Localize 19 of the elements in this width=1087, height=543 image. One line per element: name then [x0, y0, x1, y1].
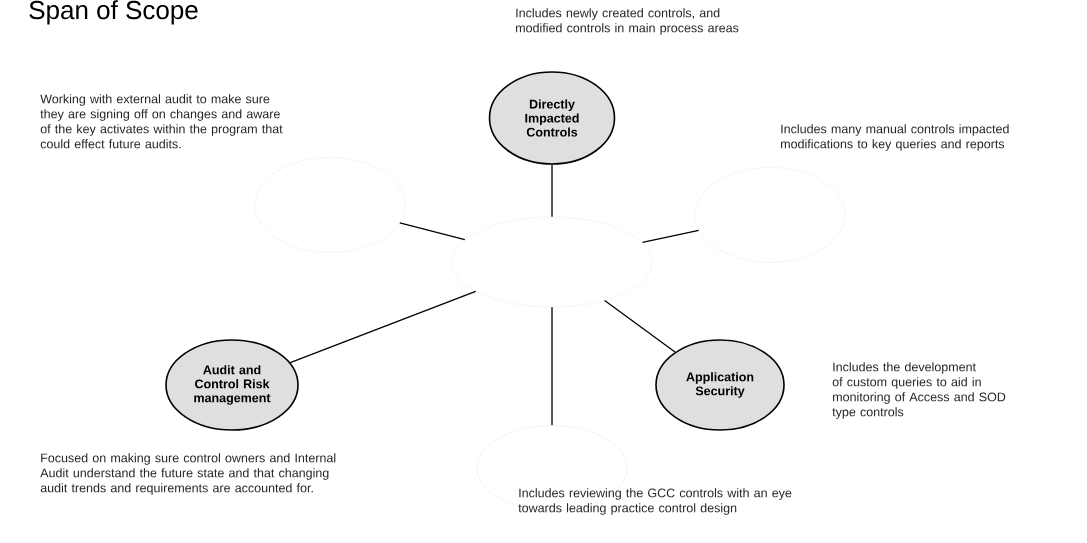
faded-circle — [254, 157, 406, 253]
description: Includes many manual controls impacted modifications to key queries and reports — [781, 124, 1009, 151]
connector-line — [641, 229, 700, 244]
faded-circle — [694, 167, 846, 263]
connector-line — [551, 164, 553, 218]
faded-circle — [451, 216, 653, 308]
connector-line — [604, 299, 676, 353]
circle-node: Application Security — [655, 339, 785, 431]
circle-node: Audit and Control Risk management — [165, 339, 299, 431]
description: Focused on making sure control owners and Internal Audit understand the future state and that changing audit trends and requirements are accounted for. — [40, 453, 336, 495]
title: Span of Scope — [29, 0, 198, 25]
description: Includes newly created controls, and modified controls in main process areas — [516, 8, 739, 35]
description: Includes reviewing the GCC controls with an eye towards leading practice control design — [518, 488, 792, 515]
connector-line — [399, 222, 466, 241]
description: Working with external audit to make sure they are signing off on changes and aware of the key activates within the program that could effect future audits. — [40, 94, 283, 149]
description: Includes the development of custom queries to aid in monitoring of Access and SOD type controls — [832, 362, 1006, 419]
connector-line — [289, 290, 477, 364]
connector-line — [551, 306, 553, 426]
circle-node: Directly Impacted Controls — [488, 71, 616, 165]
